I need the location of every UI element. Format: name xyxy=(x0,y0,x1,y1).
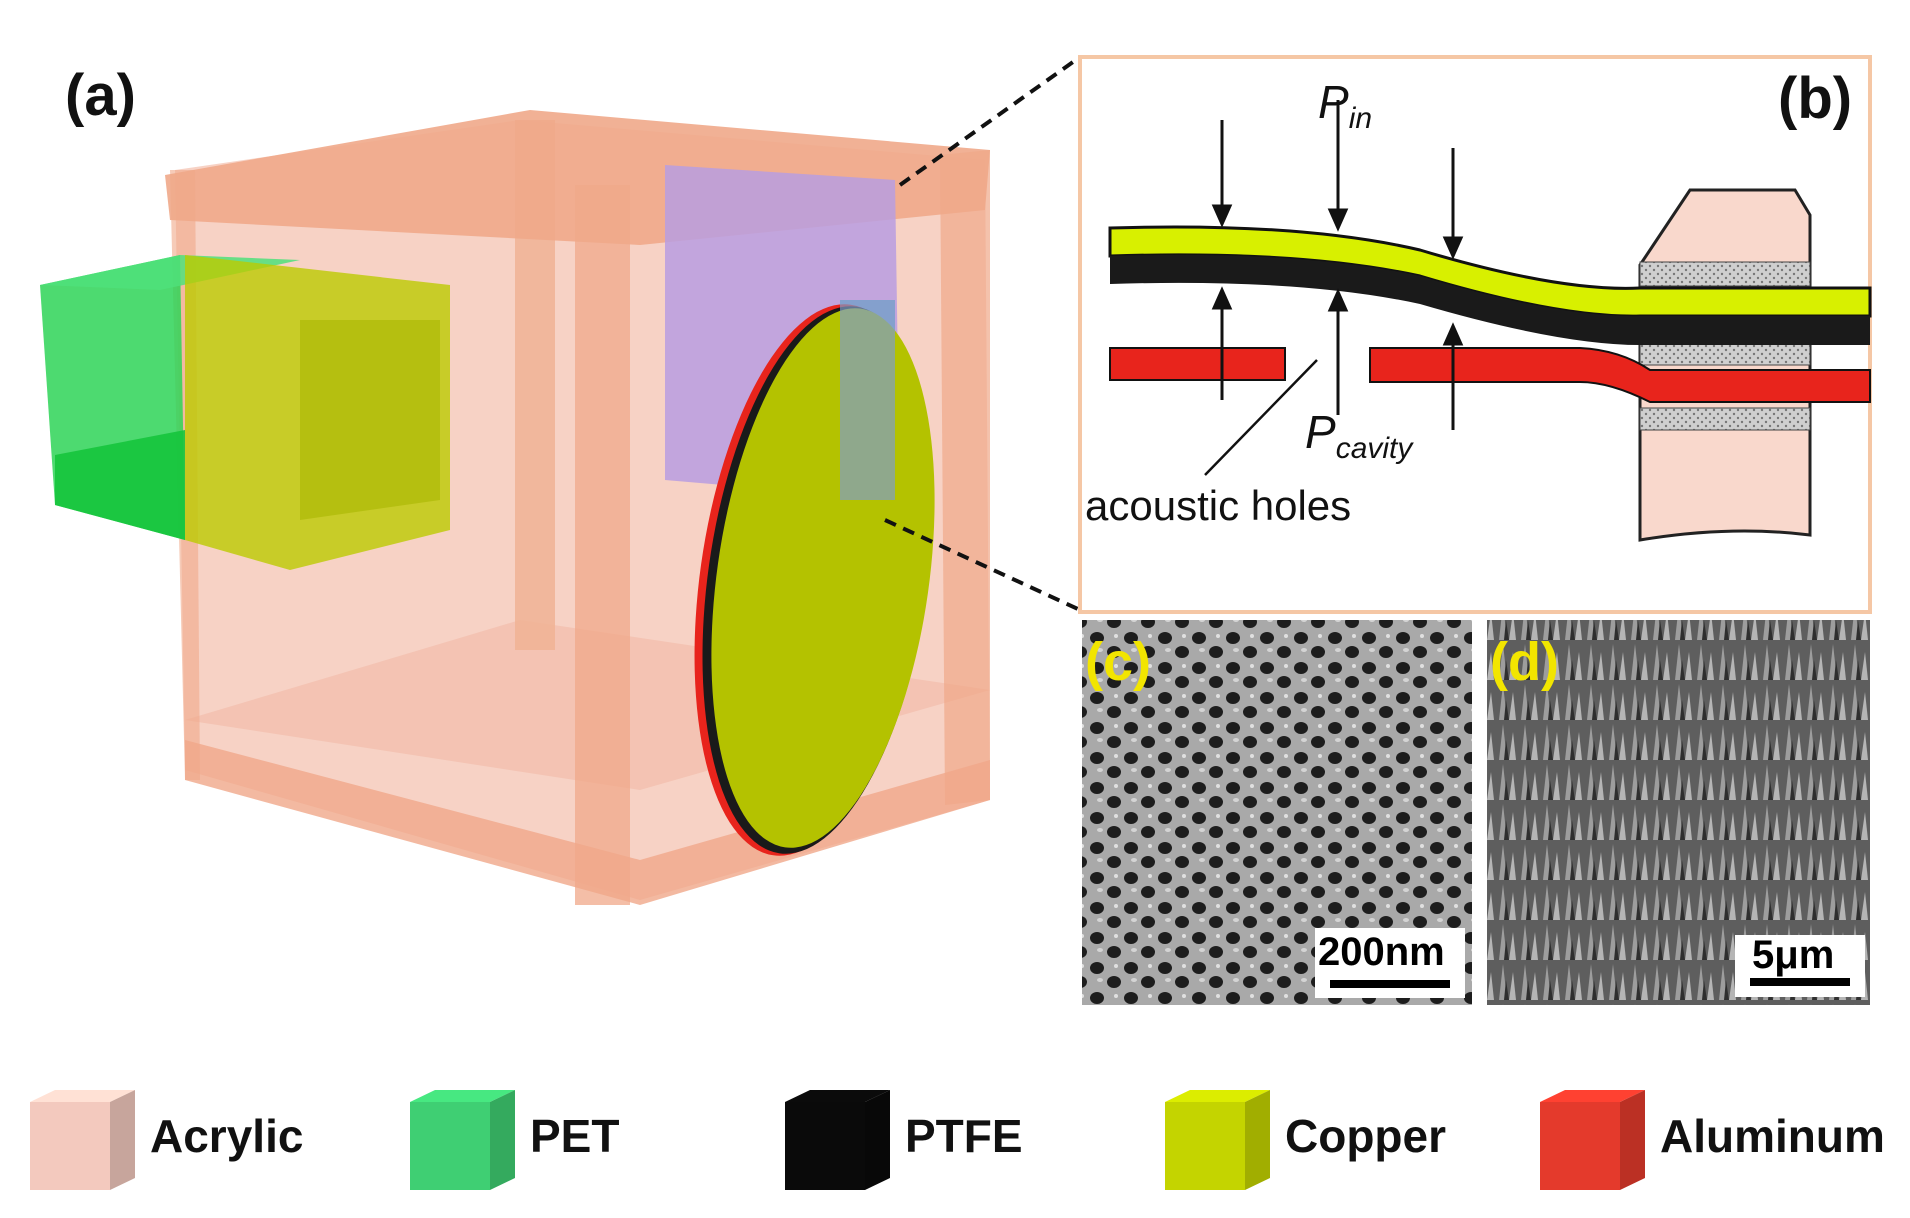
legend: Acrylic PET PTFE Copper Aluminum xyxy=(30,1090,1885,1190)
acoustic-holes-leader xyxy=(1204,359,1318,476)
acrylic-right-edge xyxy=(940,150,990,805)
aluminum-plate-right xyxy=(1369,347,1871,403)
panel-d-label: (d) xyxy=(1490,632,1559,692)
clamp-spacer-top xyxy=(1639,261,1811,287)
pressure-arrows-in xyxy=(1211,100,1464,260)
pressure-in-label: Pin xyxy=(1318,76,1372,135)
legend-swatch-copper xyxy=(1165,1090,1270,1190)
scale-bar-d-label: 5μm xyxy=(1752,933,1834,977)
blue-clamp-front xyxy=(840,300,895,500)
acoustic-holes-label: acoustic holes xyxy=(1085,482,1351,529)
pet-box-bottom xyxy=(55,430,185,540)
clamp-spacer-mid xyxy=(1639,342,1811,366)
legend-swatch-ptfe xyxy=(785,1090,890,1190)
panel-b-label: (b) xyxy=(1778,66,1852,131)
pressure-cavity-label: Pcavity xyxy=(1305,406,1414,465)
scale-bar-c xyxy=(1330,980,1450,988)
legend-label: PET xyxy=(530,1110,619,1162)
aluminum-plate-left xyxy=(1109,347,1286,381)
zoom-line-top xyxy=(898,55,1082,187)
panel-a-device xyxy=(40,110,990,905)
legend-swatch-pet xyxy=(410,1090,515,1190)
scale-bar-c-label: 200nm xyxy=(1318,930,1445,974)
acrylic-frame-bar xyxy=(575,185,630,905)
scale-bar-d xyxy=(1750,978,1850,986)
legend-item-aluminum: Aluminum xyxy=(1540,1090,1885,1190)
legend-item-acrylic: Acrylic xyxy=(30,1090,303,1190)
legend-label: Copper xyxy=(1285,1110,1446,1162)
ptfe-layer xyxy=(1110,254,1870,345)
clamp-spacer-bot xyxy=(1639,407,1811,431)
panel-d-sem: (d) 5μm xyxy=(1487,620,1870,1005)
pressure-arrows-cavity xyxy=(1211,286,1464,430)
legend-label: Acrylic xyxy=(150,1110,303,1162)
copper-box-inner xyxy=(300,320,440,520)
legend-item-pet: PET xyxy=(410,1090,619,1190)
legend-label: Aluminum xyxy=(1660,1110,1885,1162)
panel-b-inset: Pin Pcavity acoustic holes (b) xyxy=(1078,55,1872,614)
legend-item-ptfe: PTFE xyxy=(785,1090,1023,1190)
scale-box-d xyxy=(1735,935,1865,997)
legend-label: PTFE xyxy=(905,1110,1023,1162)
legend-swatch-acrylic xyxy=(30,1090,135,1190)
panel-c-sem: (c) 200nm xyxy=(1082,620,1472,1005)
legend-swatch-aluminum xyxy=(1540,1090,1645,1190)
panel-a-label: (a) xyxy=(65,63,136,128)
panel-c-label: (c) xyxy=(1085,632,1151,692)
zoom-line-bottom xyxy=(884,518,1081,612)
legend-item-copper: Copper xyxy=(1165,1090,1446,1190)
